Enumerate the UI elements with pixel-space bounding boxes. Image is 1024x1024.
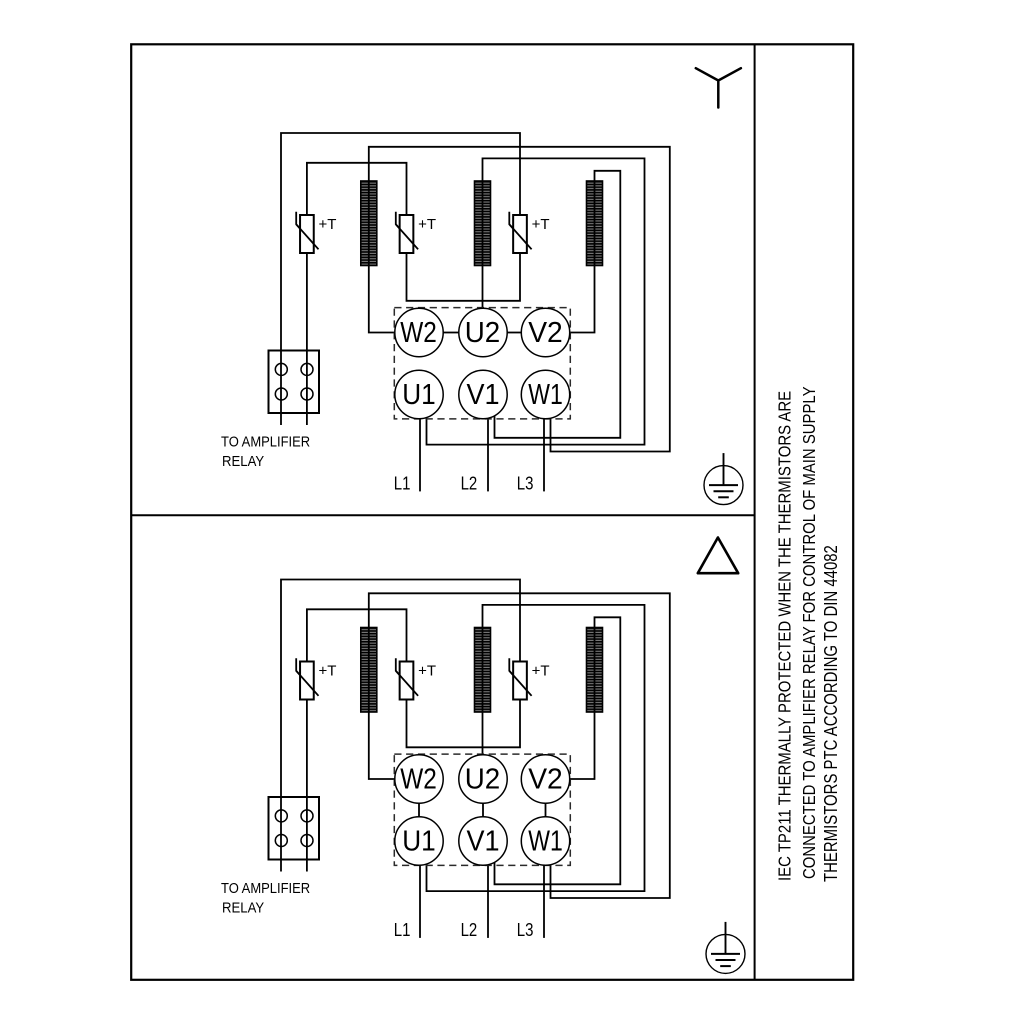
svg-text:THERMISTORS PTC ACCORDING TO D: THERMISTORS PTC ACCORDING TO DIN 44082 (821, 545, 842, 882)
svg-text:IEC TP211 THERMALLY PROTECTED: IEC TP211 THERMALLY PROTECTED WHEN THE T… (774, 391, 795, 881)
svg-text:CONNECTED TO AMPLIFIER RELAY F: CONNECTED TO AMPLIFIER RELAY FOR CONTROL… (798, 386, 819, 879)
